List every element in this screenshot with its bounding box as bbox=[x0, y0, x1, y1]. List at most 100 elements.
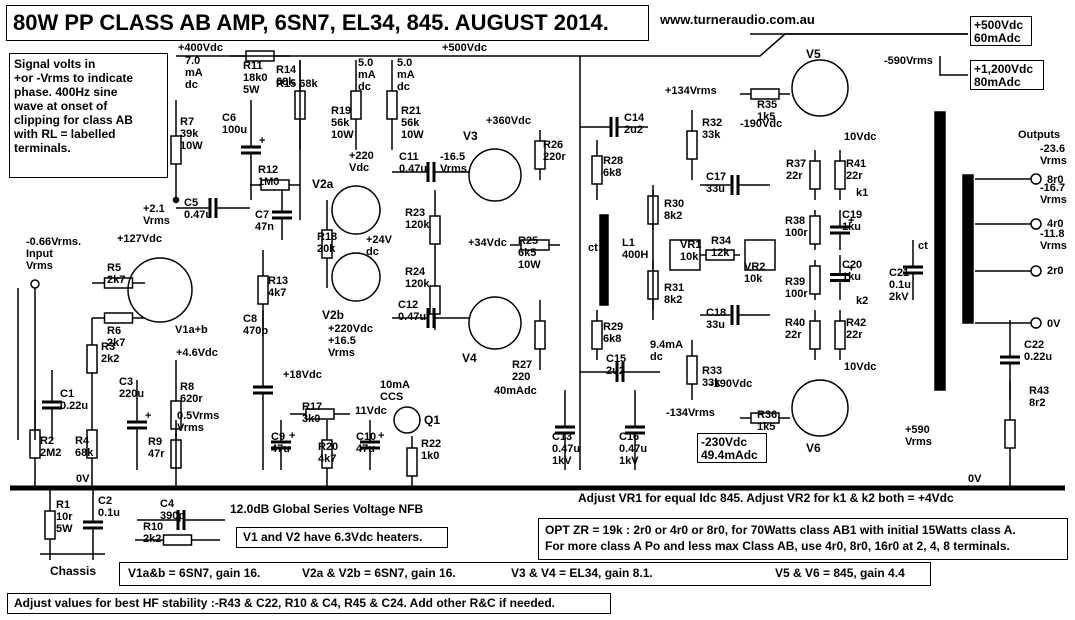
component-label: R23 bbox=[405, 207, 425, 219]
component-label: 47r bbox=[148, 448, 165, 460]
resistor bbox=[321, 439, 333, 469]
note-line: phase. 400Hz sine bbox=[14, 85, 118, 99]
resistor bbox=[386, 90, 398, 120]
component-label: R19 bbox=[331, 105, 351, 117]
opt-core-right bbox=[962, 174, 974, 324]
component-label: 47u bbox=[356, 443, 375, 455]
component-label: 1ku bbox=[842, 221, 861, 233]
component-label: C17 bbox=[706, 171, 726, 183]
component-label: C8 bbox=[243, 313, 257, 325]
output-label: 0V bbox=[1047, 318, 1061, 330]
component-label: 10k bbox=[744, 273, 763, 285]
component-label: C20 bbox=[842, 259, 862, 271]
supply-500v-box: +500Vdc 60mAdc bbox=[970, 16, 1032, 46]
component-label: 2M2 bbox=[40, 447, 61, 459]
component-label: 220 bbox=[512, 371, 530, 383]
component-label: R35 bbox=[757, 99, 777, 111]
component-label: R38 bbox=[785, 215, 805, 227]
component-label: 1kV bbox=[552, 455, 572, 467]
resistor bbox=[260, 179, 290, 191]
component-label: 100r bbox=[785, 288, 808, 300]
component-label: 100u bbox=[222, 124, 247, 136]
component-label: R36 bbox=[757, 409, 777, 421]
tube-v2a bbox=[331, 185, 381, 235]
note-line: terminals. bbox=[14, 141, 71, 155]
component-label: R7 bbox=[180, 116, 194, 128]
voltage-label: +16.5 bbox=[328, 335, 356, 347]
component-label: 20k bbox=[317, 243, 336, 255]
supply-1200v-box: +1,200Vdc 80mAdc bbox=[970, 60, 1044, 90]
current-label: dc bbox=[650, 351, 663, 363]
component-label: R39 bbox=[785, 276, 805, 288]
rail-label: -190Vdc bbox=[710, 378, 752, 390]
supply-line: -230Vdc bbox=[701, 435, 748, 449]
component-label: 18k0 bbox=[243, 72, 267, 84]
component-label: 6k5 bbox=[518, 247, 536, 259]
component-label: 33k bbox=[702, 377, 721, 389]
component-label: 10W bbox=[401, 129, 424, 141]
opt-line: OPT ZR = 19k : 2r0 or 4r0 or 8r0, for 70… bbox=[545, 523, 1016, 537]
rail-label: +400Vdc bbox=[178, 42, 223, 54]
output-terminal bbox=[1030, 218, 1042, 230]
rail-label: 0V bbox=[76, 473, 90, 485]
component-label: R28 bbox=[603, 155, 623, 167]
output-label: Vrms bbox=[1040, 240, 1067, 252]
supply-line: +1,200Vdc bbox=[974, 62, 1034, 76]
output-terminal bbox=[1030, 173, 1042, 185]
component-label: 0.22u bbox=[1024, 351, 1052, 363]
resistor bbox=[170, 400, 182, 430]
component-label: 47u bbox=[271, 443, 290, 455]
polarity-mark: + bbox=[378, 430, 384, 442]
component-label: C14 bbox=[624, 112, 645, 124]
component-label: R30 bbox=[664, 198, 684, 210]
tube-v3 bbox=[468, 148, 522, 202]
resistor bbox=[534, 320, 546, 350]
supply-line: +500Vdc bbox=[974, 18, 1024, 32]
output-label: -23.6 bbox=[1040, 143, 1065, 155]
voltage-label: Vrms bbox=[440, 163, 467, 175]
component-label: 6k8 bbox=[603, 167, 621, 179]
wire bbox=[939, 56, 968, 76]
component-label: R18 bbox=[317, 231, 337, 243]
component-label: C6 bbox=[222, 112, 236, 124]
component-label: R40 bbox=[785, 317, 805, 329]
component-label: 22r bbox=[846, 170, 863, 182]
hf-stability-note: Adjust values for best HF stability :-R4… bbox=[7, 593, 611, 614]
component-label: 4k7 bbox=[318, 453, 336, 465]
component-label: R15 68k bbox=[276, 78, 318, 90]
component-label: 1kV bbox=[619, 455, 639, 467]
input-terminal bbox=[30, 279, 40, 289]
component-label: C5 bbox=[184, 197, 198, 209]
component-label: 1M0 bbox=[258, 176, 279, 188]
trimmer-vr1 bbox=[669, 239, 701, 271]
component-label: 4k7 bbox=[268, 287, 286, 299]
website-url[interactable]: www.turneraudio.com.au bbox=[660, 12, 815, 27]
resistor bbox=[170, 439, 182, 469]
component-label: R10 bbox=[143, 521, 163, 533]
supply-neg230v-box: -230Vdc 49.4mAdc bbox=[697, 433, 767, 463]
resistor bbox=[162, 534, 193, 546]
component-label: R11 bbox=[243, 60, 263, 72]
component-label: R5 bbox=[107, 262, 121, 274]
component-label: 100r bbox=[785, 227, 808, 239]
component-label: R1 bbox=[56, 499, 70, 511]
component-label: R37 bbox=[786, 158, 806, 170]
polarity-mark: + bbox=[289, 430, 295, 442]
output-label: 4r0 bbox=[1047, 218, 1064, 230]
component-label: 33u bbox=[706, 183, 725, 195]
component-label: C1 bbox=[60, 388, 74, 400]
component-label: 2k2 bbox=[143, 533, 161, 545]
component-label: 220r bbox=[543, 151, 566, 163]
component-label: VR2 bbox=[744, 261, 765, 273]
component-label: R34 bbox=[711, 235, 732, 247]
resistor bbox=[647, 270, 659, 300]
transistor-label: Q1 bbox=[424, 413, 440, 427]
component-label: 10W bbox=[331, 129, 354, 141]
component-label: 10r bbox=[56, 511, 73, 523]
component-label: 0.22u bbox=[60, 400, 88, 412]
voltage-label: 11Vdc bbox=[355, 405, 387, 417]
tube-v6-label: V6 bbox=[806, 441, 821, 455]
resistor bbox=[321, 229, 333, 259]
component-label: 0.47u bbox=[184, 209, 212, 221]
note-line: Signal volts in bbox=[14, 57, 96, 71]
